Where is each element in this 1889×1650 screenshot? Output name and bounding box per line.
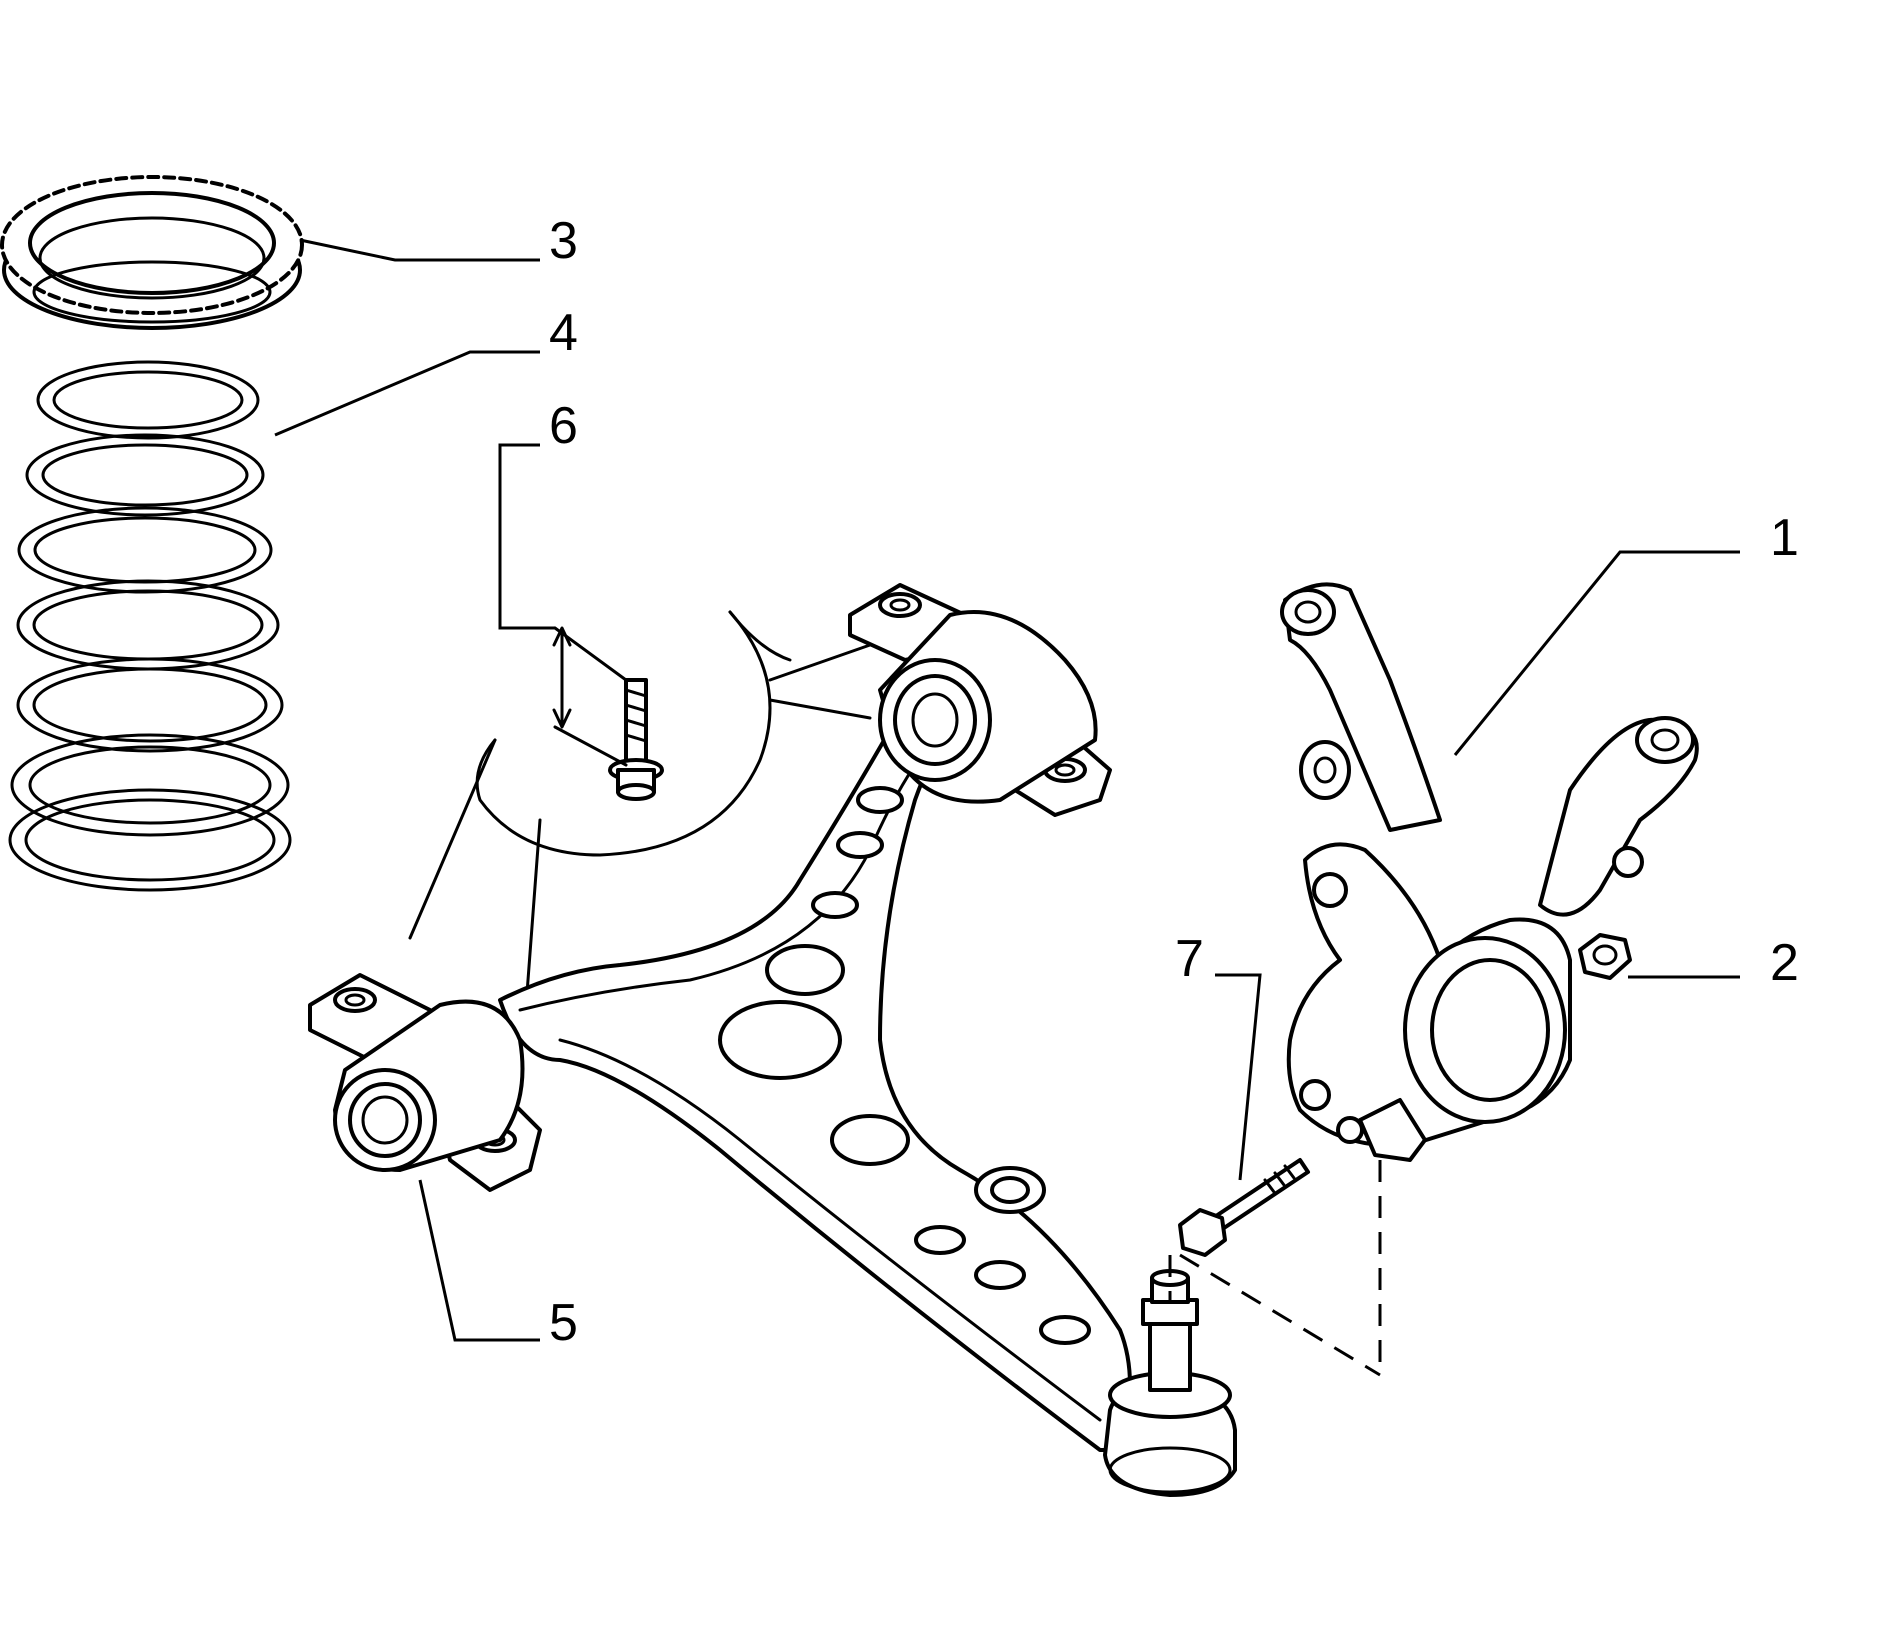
bolt-7: [1178, 1158, 1310, 1257]
callout-3: 3: [549, 212, 578, 270]
assembly-line-2: [1179, 1253, 1381, 1377]
spring-seat-ring: [0, 175, 304, 330]
callout-5: 5: [549, 1294, 578, 1352]
lower-control-arm: [308, 583, 1237, 1497]
dimension-arrow: [552, 626, 628, 767]
callout-2: 2: [1770, 934, 1799, 992]
bolt-6: [608, 678, 664, 801]
callout-1: 1: [1770, 509, 1799, 567]
callout-6: 6: [549, 397, 578, 455]
steering-knuckle: [1280, 582, 1699, 1162]
callout-7: 7: [1175, 930, 1204, 988]
nut-2: [1578, 933, 1632, 980]
callout-4: 4: [549, 304, 578, 362]
coil-spring: [8, 360, 292, 892]
leader-lines: [274, 238, 1740, 1342]
